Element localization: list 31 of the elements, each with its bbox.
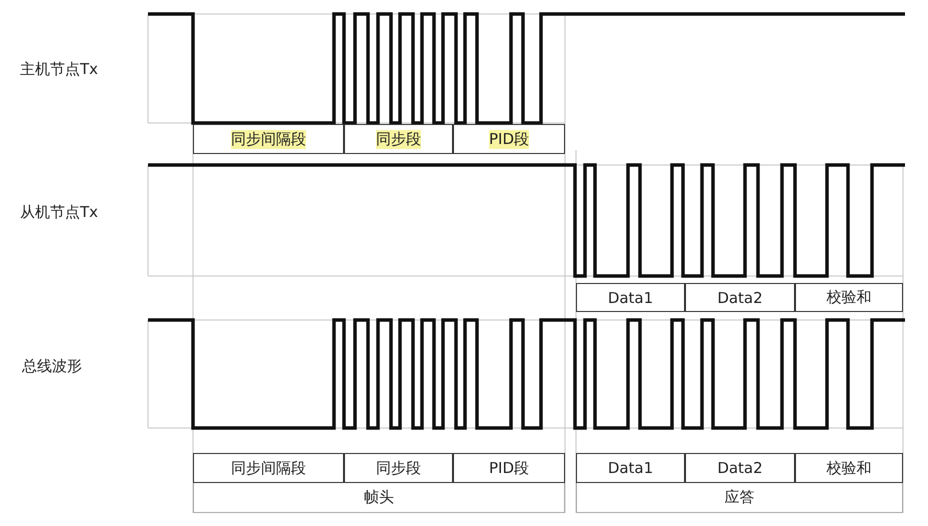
segment-box [685,453,795,483]
segment-label: Data2 [717,288,763,306]
signal-name: 从机节点Tx [20,203,98,222]
segment-box [576,283,685,312]
segment-label: PID段 [488,130,530,148]
segment-box [453,124,565,154]
segment-label: 校验和 [826,288,872,307]
section-box [193,453,565,513]
segment-label: 校验和 [826,458,872,478]
segment-label: 同步间隔段 [231,458,306,478]
segment-box [193,453,344,483]
section-box [576,453,903,513]
segment-label: Data1 [608,288,654,306]
segment-box [795,453,903,483]
signal-name: 总线波形 [22,357,82,376]
segment-label: 同步段 [376,130,421,148]
section-label: 应答 [724,488,754,507]
segment-label: Data2 [717,459,763,477]
segment-label: 同步间隔段 [231,130,306,148]
segment-box [685,283,795,312]
segment-label: Data1 [608,459,654,477]
segment-box [453,453,565,483]
segment-box [795,283,903,312]
signal-name: 主机节点Tx [20,60,98,79]
segment-box [344,124,453,154]
segment-box [193,124,344,154]
segment-box [576,453,685,483]
segment-label: PID段 [488,458,530,478]
section-label: 帧头 [364,488,394,507]
segment-box [344,453,453,483]
segment-label: 同步段 [376,458,421,478]
